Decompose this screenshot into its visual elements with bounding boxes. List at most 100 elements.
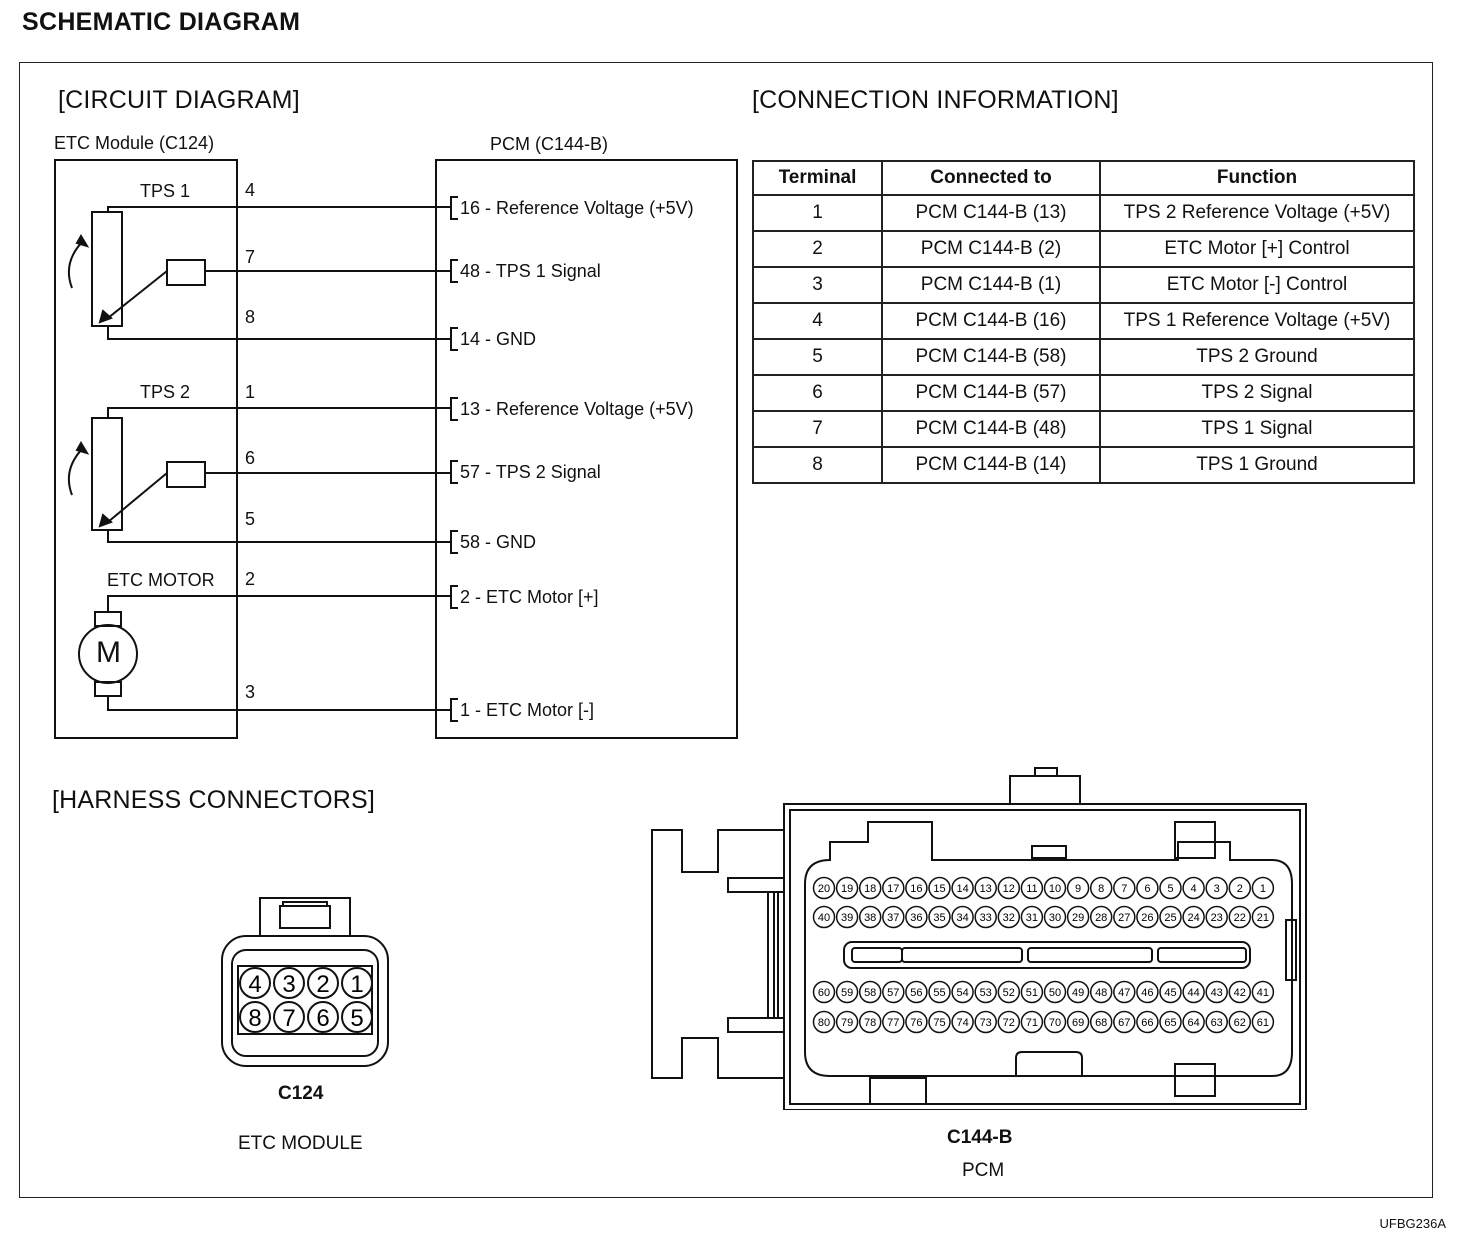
c144b-pin-number: 4	[1191, 883, 1197, 895]
c144b-pin	[835, 980, 859, 1004]
etc-module-box	[54, 159, 238, 739]
c144b-pin	[1020, 905, 1044, 929]
pcm-pin-label: 16 - Reference Voltage (+5V)	[460, 198, 694, 218]
pcm-pin-label: 48 - TPS 1 Signal	[460, 261, 601, 281]
c144b-pin-number: 13	[980, 883, 992, 895]
c144b-pin	[882, 876, 905, 900]
c144b-pin-number: 23	[1211, 912, 1223, 924]
c144b-pin-number: 78	[864, 1017, 876, 1029]
c144b-pin	[1182, 905, 1205, 929]
c144b-pin-number: 39	[841, 912, 853, 924]
c144b-pin-number: 57	[887, 987, 899, 999]
c144b-pin-number: 69	[1072, 1017, 1084, 1029]
c144b-pin-number: 54	[956, 987, 968, 999]
c144b-pin-number: 26	[1141, 912, 1153, 924]
c144b-pin	[974, 980, 997, 1004]
c144b-pin	[928, 905, 951, 929]
c144b-pin	[928, 876, 951, 900]
c144b-pin-number: 63	[1211, 1017, 1223, 1029]
c144b-pin-number: 35	[933, 912, 945, 924]
c144b-pin	[1089, 1010, 1113, 1034]
c144b-pin-number: 64	[1187, 1017, 1199, 1029]
c144b-pin-number: 19	[841, 883, 853, 895]
c144b-pin	[974, 876, 997, 900]
c144b-pin-number: 59	[841, 987, 853, 999]
c144b-pin-number: 1	[1260, 883, 1266, 895]
table-header-row: Terminal Connected to Function	[752, 160, 1415, 196]
table-cell: 8	[752, 446, 883, 484]
c144b-pin-number: 2	[1237, 883, 1243, 895]
c144b-pin-number: 9	[1075, 883, 1081, 895]
table-cell: PCM C144-B (14)	[881, 446, 1101, 484]
c144b-pin-number: 20	[818, 883, 830, 895]
c144b-pin	[882, 905, 905, 929]
c124-pin	[341, 967, 373, 999]
table-cell: 5	[752, 338, 883, 376]
c124-pin	[239, 1001, 271, 1033]
c144b-pin	[928, 980, 951, 1004]
c144b-pin-number: 12	[1003, 883, 1015, 895]
c144b-pin	[928, 1010, 951, 1034]
pcm-label: PCM (C144-B)	[490, 134, 609, 154]
pcm-pin-label: 58 - GND	[460, 532, 537, 552]
c144b-pin-number: 50	[1049, 987, 1061, 999]
c144b-pin	[1043, 905, 1067, 929]
c144b-pin-number: 56	[910, 987, 922, 999]
c144b-pin-number: 22	[1234, 912, 1246, 924]
c144b-pin-number: 44	[1187, 987, 1199, 999]
c144b-pin	[1228, 980, 1252, 1004]
c144b-pin	[835, 1010, 859, 1034]
c144b-pin	[1228, 905, 1252, 929]
table-cell: TPS 2 Reference Voltage (+5V)	[1099, 194, 1415, 232]
table-cell: 4	[752, 302, 883, 340]
c144b-pin	[1228, 1010, 1252, 1034]
pin-label: 4	[245, 180, 256, 200]
c144b-pin-number: 34	[956, 912, 968, 924]
c144b-pin-number: 60	[818, 987, 830, 999]
table-cell: TPS 1 Signal	[1099, 410, 1415, 448]
c124-pin	[341, 1001, 373, 1033]
c144b-pin-number: 24	[1187, 912, 1199, 924]
c144b-pin-number: 77	[887, 1017, 899, 1029]
column-header: Terminal	[752, 160, 883, 196]
c144b-pin	[1205, 905, 1228, 929]
c144b-pin	[1136, 905, 1159, 929]
c144b-pin-number: 8	[1098, 883, 1104, 895]
c144b-pin-number: 28	[1095, 912, 1107, 924]
etc-motor	[78, 595, 452, 711]
c144b-pin	[1113, 905, 1136, 929]
pcm-pin-label: 1 - ETC Motor [-]	[460, 700, 595, 720]
c144b-pin	[951, 876, 974, 900]
c144b-pin-number: 43	[1211, 987, 1223, 999]
c144b-pin	[812, 980, 836, 1004]
c144b-pin-number: 65	[1164, 1017, 1176, 1029]
c144b-pin	[882, 980, 905, 1004]
table-cell: PCM C144-B (13)	[881, 194, 1101, 232]
c144b-pin-number: 27	[1118, 912, 1130, 924]
etc-motor-label: ETC MOTOR	[107, 570, 215, 590]
c144b-pin-number: 18	[864, 883, 876, 895]
pin-label: 6	[245, 448, 256, 468]
c144b-pin	[882, 1010, 905, 1034]
c144b-pin-number: 7	[1121, 883, 1127, 895]
c144b-pin-number: 79	[841, 1017, 853, 1029]
c144b-pin	[1089, 980, 1113, 1004]
c144b-pin	[835, 905, 859, 929]
pcm-pin-label: 2 - ETC Motor [+]	[460, 587, 599, 607]
table-cell: TPS 2 Signal	[1099, 374, 1415, 412]
c144b-pin	[858, 876, 882, 900]
c144b-pin-number: 51	[1026, 987, 1038, 999]
etc-module-label: ETC Module (C124)	[54, 133, 215, 153]
c144b-pin-number: 52	[1003, 987, 1015, 999]
c144b-pin	[1136, 980, 1159, 1004]
pin-label: 1	[245, 382, 256, 402]
c144b-pin	[974, 1010, 997, 1034]
table-cell: ETC Motor [-] Control	[1099, 266, 1415, 304]
